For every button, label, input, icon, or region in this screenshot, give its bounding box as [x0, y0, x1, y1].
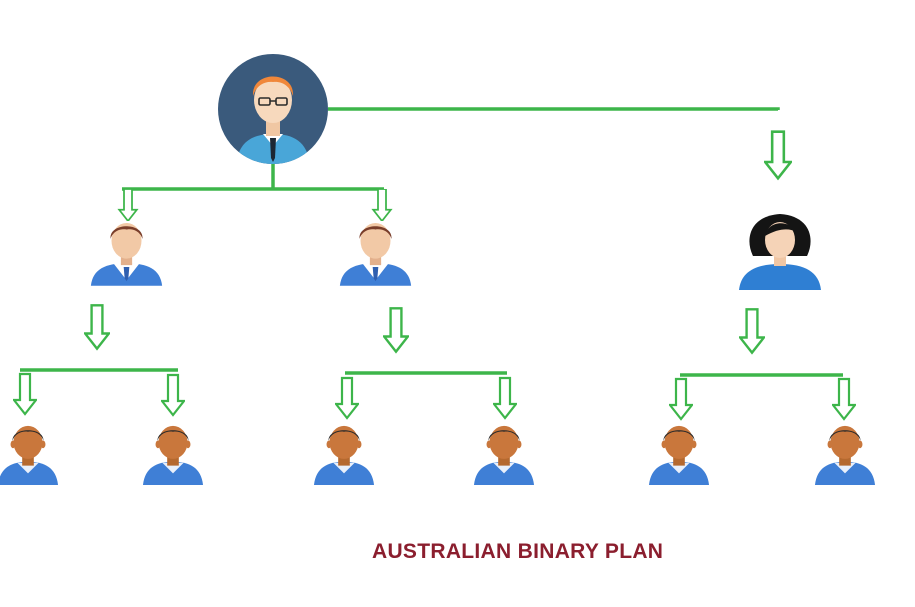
arrow-down-icon — [335, 376, 359, 420]
person-icon — [814, 425, 876, 485]
person-icon — [0, 425, 59, 485]
person-icon — [142, 425, 204, 485]
man-in-suit-icon — [339, 222, 412, 286]
woman-icon — [739, 214, 821, 290]
arrow-down-icon — [740, 309, 764, 352]
connector-lines — [20, 107, 843, 377]
person-icon — [313, 425, 375, 485]
arrow-down-icon — [161, 373, 185, 417]
arrow-down-icon — [384, 308, 408, 351]
arrow-down-icon — [765, 132, 791, 179]
arrow-down-icon — [372, 189, 392, 221]
people — [0, 54, 876, 485]
arrow-down-icon — [832, 377, 856, 421]
person-icon — [648, 425, 710, 485]
arrow-down-icon — [118, 189, 138, 221]
man-in-suit-icon — [90, 222, 163, 286]
arrow-down-icon — [13, 372, 37, 416]
arrow-down-icon — [85, 305, 109, 348]
man-with-glasses-icon — [218, 54, 328, 166]
arrow-down-icon — [493, 376, 517, 420]
connector-leader-right — [328, 107, 780, 111]
person-icon — [473, 425, 535, 485]
arrow-down-icon — [669, 377, 693, 421]
diagram-caption: AUSTRALIAN BINARY PLAN — [372, 540, 664, 563]
